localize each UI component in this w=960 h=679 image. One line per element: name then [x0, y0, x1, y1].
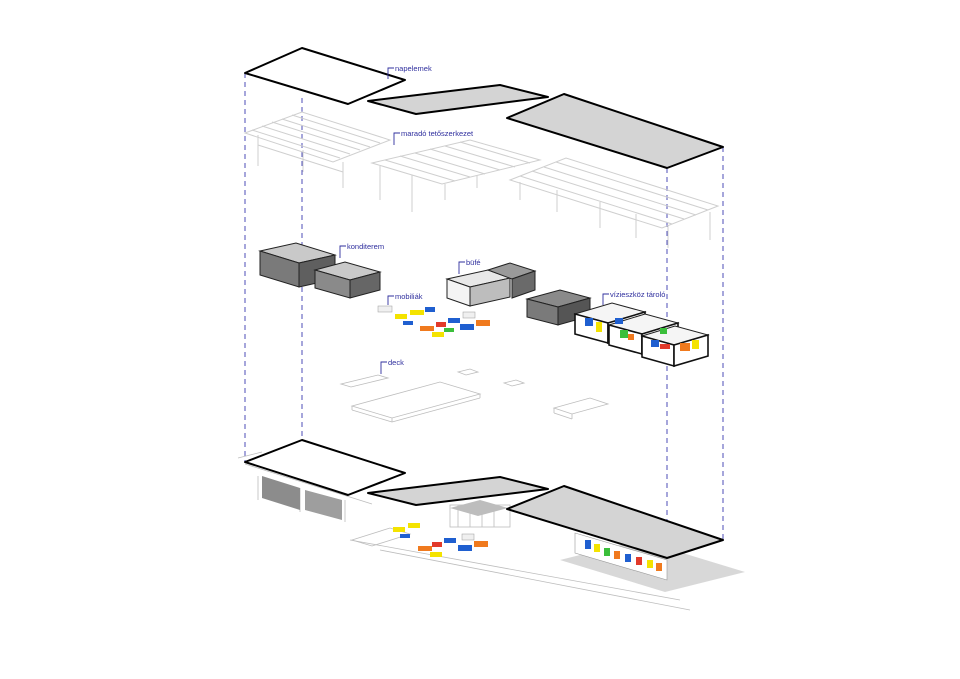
buffet-module	[445, 262, 592, 326]
ground-roof-middle	[367, 476, 549, 506]
ground-roof-east	[506, 485, 724, 559]
solar-panel-middle	[367, 84, 549, 115]
solar-panel-east	[506, 93, 724, 169]
label-text-storage: vízieszköz tároló	[610, 290, 665, 299]
label-roof-structure: maradó tetőszerkezet	[393, 129, 474, 145]
label-text-deck: deck	[388, 358, 404, 367]
label-furniture: mobiliák	[387, 292, 423, 305]
solar-panel-west	[244, 47, 406, 105]
gym-module	[258, 242, 382, 299]
deck-layer	[339, 368, 610, 423]
label-text-buffet: büfé	[466, 258, 481, 267]
label-text-furniture: mobiliák	[395, 292, 423, 301]
label-napelemek: napelemek	[387, 64, 432, 79]
modules-layer	[258, 242, 710, 368]
label-storage: vízieszköz tároló	[602, 290, 665, 305]
solar-panel-layer	[244, 47, 724, 169]
label-deck: deck	[380, 358, 404, 374]
label-gym: konditerem	[339, 242, 384, 258]
label-buffet: büfé	[458, 258, 481, 274]
label-text-napelemek: napelemek	[395, 64, 432, 73]
ground-furniture	[393, 523, 488, 557]
roof-structure-layer	[243, 111, 720, 248]
furniture-module	[377, 305, 490, 337]
label-text-gym: konditerem	[347, 242, 384, 251]
ground-storage-racks	[574, 532, 668, 581]
label-text-roof-structure: maradó tetőszerkezet	[401, 129, 474, 138]
storage-module	[573, 302, 710, 368]
ground-floor-assembly	[237, 439, 745, 611]
ground-roof-west	[244, 439, 406, 496]
